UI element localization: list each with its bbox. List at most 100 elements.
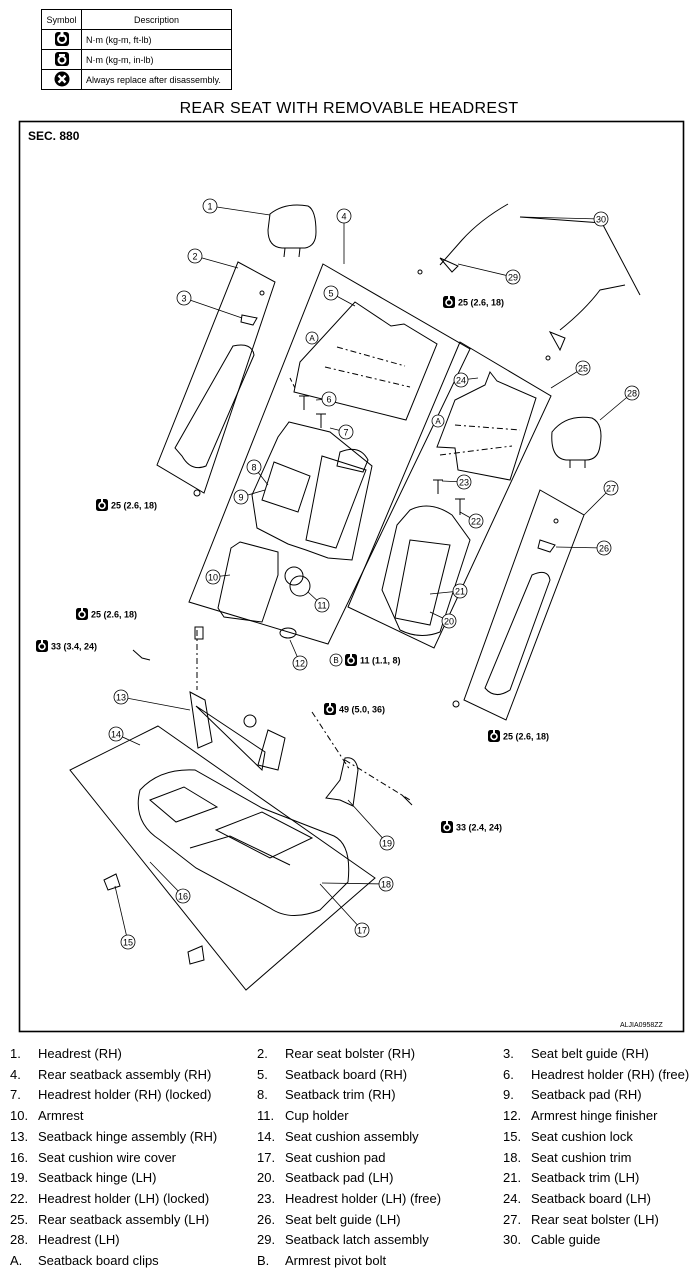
- callout-circle: [323, 285, 339, 301]
- parts-list-item: 27. Rear seat bolster (LH): [503, 1211, 659, 1227]
- callout-number: 26: [599, 544, 609, 554]
- part-number: 10.: [10, 1108, 29, 1124]
- torque-value: 25 (2.6, 18): [111, 501, 157, 511]
- part-name: Armrest pivot bolt: [285, 1253, 387, 1268]
- diagram-title: REAR SEAT WITH REMOVABLE HEADREST: [179, 100, 519, 117]
- part-name: Seat cushion trim: [531, 1149, 632, 1165]
- part-name: Headrest holder (LH) (free): [285, 1190, 442, 1206]
- callout-number: 23: [459, 478, 469, 488]
- parts-list-item: 26.Seat belt guide (LH): [257, 1212, 401, 1227]
- part-number: 2.: [257, 1046, 268, 1061]
- callout-leader: [194, 255, 239, 269]
- callout-number: 30: [596, 215, 606, 225]
- callout-number: 5: [328, 289, 333, 299]
- callout-number: 18: [381, 880, 391, 890]
- callout-circle: [292, 655, 308, 671]
- callout-circle: [456, 474, 472, 490]
- part-name: Rear seat bolster (LH): [531, 1211, 659, 1227]
- part-name: Seatback latch assembly: [285, 1232, 429, 1248]
- part-number: 13.: [10, 1128, 29, 1144]
- torque-icon: [35, 639, 49, 653]
- cup-holder: [289, 575, 311, 597]
- part-number: 28.: [10, 1232, 29, 1248]
- callout-number: 4: [341, 212, 346, 222]
- parts-list-item: 8.Seatback trim (RH): [257, 1087, 396, 1102]
- torque-icon: [323, 702, 337, 716]
- callout-number: 22: [471, 517, 481, 527]
- part-number: 1.: [10, 1046, 21, 1061]
- part-name: Seat belt guide (LH): [285, 1211, 401, 1227]
- rear-seat-bolster-rh: [156, 261, 276, 494]
- part-name: Seatback pad (LH): [285, 1170, 394, 1186]
- callout-circle: [120, 934, 136, 950]
- part-number: 16.: [10, 1149, 29, 1165]
- headrest-lh: [551, 416, 602, 461]
- seatback-hinge-assembly-rh: [189, 691, 213, 749]
- parts-list-item: B.Armrest pivot bolt: [257, 1253, 386, 1268]
- parts-list-item: 16. Seat cushion wire cover: [10, 1149, 176, 1165]
- seatback-trim-lh: [381, 505, 471, 636]
- torque-icon: [487, 729, 501, 743]
- callout-number: 13: [116, 693, 126, 703]
- part-name: Armrest hinge finisher: [531, 1108, 658, 1124]
- callout-circle: [379, 835, 395, 851]
- callout-circle: [453, 372, 469, 388]
- callout-number: 10: [208, 573, 218, 583]
- callout-leader: [120, 696, 191, 711]
- callout-number: 1: [207, 202, 212, 212]
- diagram-frame: [18, 120, 685, 1033]
- seatback-trim-rh: [251, 421, 373, 561]
- callout-circle: [176, 290, 192, 306]
- callout-circle: [113, 689, 129, 705]
- part-number: 20.: [257, 1170, 276, 1186]
- part-name: Headrest (RH): [38, 1046, 122, 1061]
- part-number: 17.: [257, 1149, 276, 1165]
- part-number: 14.: [257, 1128, 276, 1144]
- part-number: 29.: [257, 1232, 276, 1248]
- seat-cushion-frame: [69, 725, 376, 991]
- part-name: Headrest (LH): [38, 1232, 120, 1248]
- part-number: 18.: [503, 1149, 522, 1165]
- part-number: 5.: [257, 1066, 268, 1082]
- torque-value: 33 (3.4, 24): [51, 642, 97, 652]
- callout-circle: [205, 569, 221, 585]
- seatback-board-lh: [436, 370, 537, 481]
- callout-circle: [624, 385, 640, 401]
- parts-list-item: 9.Seatback pad (RH): [503, 1087, 642, 1102]
- callout-number: 27: [606, 484, 616, 494]
- part-number: A.: [10, 1253, 23, 1268]
- torque-value: 11 (1.1, 8): [360, 656, 401, 666]
- part-name: Seatback board clips: [38, 1253, 159, 1268]
- parts-list-item: 11.Cup holder: [257, 1108, 349, 1123]
- parts-list-item: 29. Seatback latch assembly: [257, 1232, 429, 1248]
- part-name: Seat cushion assembly: [285, 1128, 419, 1144]
- part-name: Cable guide: [531, 1232, 601, 1248]
- callout-leader: [519, 216, 602, 220]
- torque-icon: [75, 607, 89, 621]
- torque-icon: [442, 295, 456, 309]
- parts-list-item: 28. Headrest (LH): [10, 1232, 120, 1248]
- callout-number: 24: [456, 376, 466, 386]
- parts-list-item: 10.Armrest: [10, 1108, 84, 1124]
- callout-number: 29: [508, 273, 518, 283]
- callout-circle: [596, 540, 612, 556]
- letter-callout-circle: [305, 331, 319, 345]
- always-replace-icon: [41, 69, 82, 90]
- parts-list-item: 21.Seatback trim (LH): [503, 1170, 639, 1185]
- part-number: 7.: [10, 1087, 21, 1103]
- parts-list-item: 1. Headrest (RH): [10, 1046, 122, 1061]
- callout-leader: [209, 205, 271, 216]
- callout-circle: [233, 489, 249, 505]
- part-number: 3.: [503, 1046, 514, 1061]
- part-name: Headrest holder (LH) (locked): [38, 1190, 210, 1206]
- rear-seat-bolster-lh: [463, 489, 585, 721]
- parts-list-item: 13.Seatback hinge assembly (RH): [10, 1128, 217, 1144]
- part-number: 27.: [503, 1211, 522, 1227]
- part-name: Seat cushion wire cover: [38, 1149, 177, 1165]
- part-number: 6.: [503, 1066, 514, 1082]
- parts-list-item: 3.Seat belt guide (RH): [503, 1046, 649, 1061]
- callout-circle: [378, 876, 394, 892]
- part-name: Rear seatback assembly (RH): [38, 1066, 212, 1082]
- part-name: Seatback board (RH): [285, 1066, 408, 1082]
- headrest-rh: [267, 204, 317, 249]
